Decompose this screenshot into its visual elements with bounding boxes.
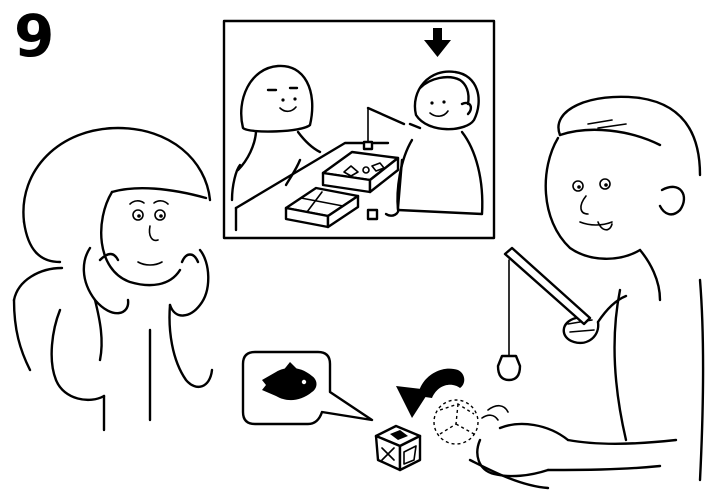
watching-child: [12, 126, 214, 432]
fishing-child: [468, 95, 705, 490]
fish-icon: [262, 362, 317, 401]
die-icon: [374, 424, 422, 472]
rotate-arrow-icon: [396, 368, 465, 418]
inset-left-child: [230, 64, 322, 202]
step-number: 9: [14, 2, 55, 70]
inset-right-child: [362, 70, 484, 217]
inset-panel: [222, 19, 496, 240]
rolling-die: [433, 399, 479, 445]
inset-fishing-tray: [321, 150, 400, 194]
inset-closed-box: [284, 186, 360, 229]
speech-bubble: [241, 350, 374, 426]
inset-die: [366, 208, 379, 221]
down-arrow-icon: [424, 28, 451, 57]
